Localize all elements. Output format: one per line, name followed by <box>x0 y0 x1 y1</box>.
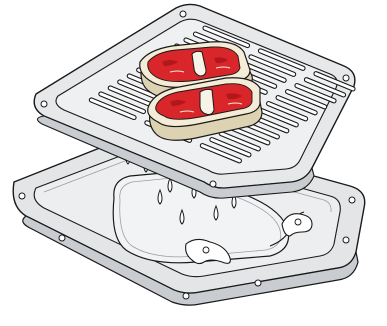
tray-hole <box>343 237 349 243</box>
rack-hole <box>210 181 216 187</box>
rack-hole <box>343 75 349 81</box>
tray-hole <box>59 235 65 241</box>
rack-hole <box>180 11 186 17</box>
steak-bone <box>200 89 214 114</box>
tray-hole <box>183 293 189 299</box>
rack-hole <box>41 101 47 107</box>
tray-hole <box>255 280 261 286</box>
tray-hole <box>19 193 25 199</box>
tray-hole <box>349 197 355 203</box>
